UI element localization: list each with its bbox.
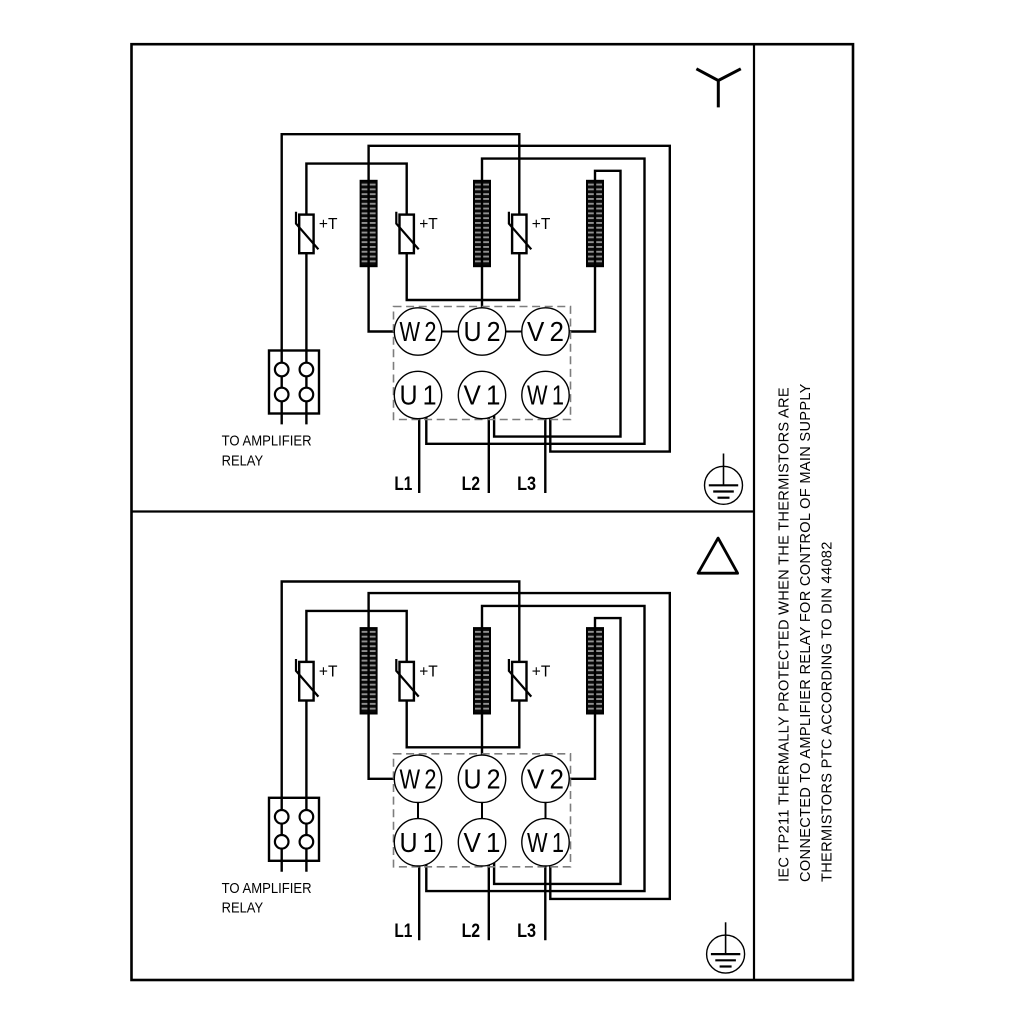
svg-text:TO AMPLIFIER: TO AMPLIFIER: [222, 434, 312, 450]
svg-text:U 1: U 1: [400, 827, 437, 858]
svg-text:+T: +T: [419, 216, 438, 233]
svg-text:V 1: V 1: [464, 827, 501, 858]
svg-text:L1: L1: [394, 474, 412, 495]
svg-text:L3: L3: [517, 921, 536, 942]
svg-text:U 2: U 2: [464, 316, 501, 347]
svg-text:W 1: W 1: [527, 827, 564, 858]
svg-text:CONNECTED TO AMPLIFIER RELAY F: CONNECTED TO AMPLIFIER RELAY FOR CONTROL…: [798, 383, 814, 882]
svg-text:L3: L3: [517, 474, 536, 495]
svg-text:V 2: V 2: [527, 316, 564, 347]
svg-text:V 1: V 1: [464, 380, 501, 411]
svg-text:W 1: W 1: [527, 380, 564, 411]
svg-text:RELAY: RELAY: [222, 901, 264, 917]
svg-text:W 2: W 2: [400, 763, 437, 794]
svg-text:+T: +T: [319, 216, 338, 233]
svg-text:RELAY: RELAY: [222, 453, 264, 469]
svg-text:L1: L1: [394, 921, 412, 942]
svg-text:L2: L2: [462, 921, 481, 942]
svg-text:W 2: W 2: [400, 316, 437, 347]
svg-text:U 2: U 2: [464, 763, 501, 794]
svg-text:V 2: V 2: [527, 763, 564, 794]
svg-text:+T: +T: [532, 663, 551, 680]
svg-text:TO AMPLIFIER: TO AMPLIFIER: [222, 881, 312, 897]
svg-text:+T: +T: [319, 663, 338, 680]
svg-text:U 1: U 1: [400, 380, 437, 411]
svg-text:L2: L2: [462, 474, 481, 495]
svg-text:+T: +T: [419, 663, 438, 680]
svg-text:+T: +T: [532, 216, 551, 233]
svg-text:THERMISTORS PTC ACCORDING TO D: THERMISTORS PTC ACCORDING TO DIN 44082: [819, 541, 835, 882]
svg-text:IEC TP211 THERMALLY PROTECTED: IEC TP211 THERMALLY PROTECTED WHEN THE T…: [776, 387, 792, 882]
